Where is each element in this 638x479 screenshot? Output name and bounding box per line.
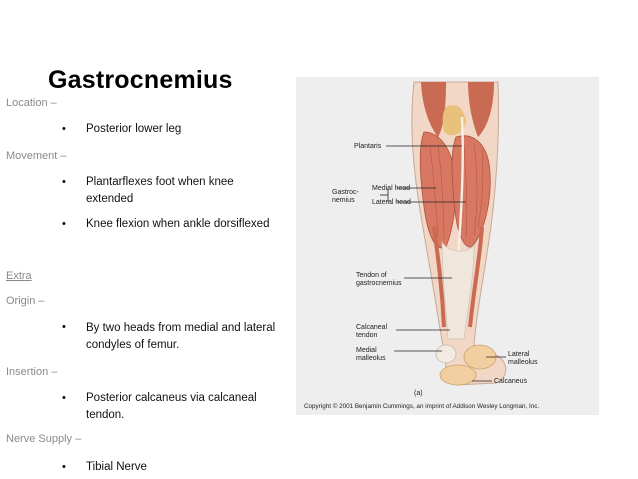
origin-heading: Origin – xyxy=(6,295,45,307)
leg-illustration: Plantaris Gastroc- nemius Medial head La… xyxy=(304,81,539,410)
popliteal-fat xyxy=(442,105,466,136)
label-gastroc-line-1: Gastroc- xyxy=(332,189,360,196)
label-plantaris: Plantaris xyxy=(354,143,382,150)
movement-item-1-line-1: Plantarflexes foot when knee xyxy=(86,176,234,188)
label-lateral-malleolus-line-2: malleolus xyxy=(508,359,538,366)
hamstring-lateral xyxy=(468,82,494,137)
nerve-supply-item: Tibial Nerve xyxy=(86,461,147,473)
bullet-dot: • xyxy=(62,123,66,135)
label-lateral-malleolus-line-1: Lateral xyxy=(508,351,530,358)
label-lateral-head: Lateral head xyxy=(372,199,411,206)
label-medial-malleolus-line-2: malleolus xyxy=(356,355,386,362)
calcaneal-tendon xyxy=(441,240,475,340)
leader-lines xyxy=(380,145,506,382)
movement-item-1-line-2: extended xyxy=(86,193,134,205)
location-heading: Location – xyxy=(6,97,57,109)
insertion-item-line-1: Posterior calcaneus via calcaneal xyxy=(86,392,257,404)
bullet-dot: • xyxy=(62,321,66,333)
copyright-text: Copyright © 2001 Benjamin Cummings, an i… xyxy=(304,402,539,410)
bullet-dot: • xyxy=(62,218,66,230)
nerve-supply-heading: Nerve Supply – xyxy=(6,433,82,445)
hamstring-medial xyxy=(421,82,446,137)
movement-item-2: Knee flexion when ankle dorsiflexed xyxy=(86,218,270,230)
label-panel-a: (a) xyxy=(414,390,423,397)
movement-heading: Movement – xyxy=(6,150,67,162)
origin-item-line-1: By two heads from medial and lateral xyxy=(86,322,276,334)
insertion-item-line-2: tendon. xyxy=(86,409,125,421)
insertion-heading: Insertion – xyxy=(6,366,58,378)
slide-title: Gastrocnemius xyxy=(48,66,233,94)
bullet-dot: • xyxy=(62,461,66,473)
location-item: Posterior lower leg xyxy=(86,123,182,135)
label-calcaneal-line-1: Calcaneal xyxy=(356,324,388,331)
soleus-edge-medial xyxy=(432,226,446,328)
label-calcaneal-line-2: tendon xyxy=(356,332,378,339)
bullet-dot: • xyxy=(62,392,66,404)
label-calcaneus: Calcaneus xyxy=(494,378,528,385)
origin-item-line-2: condyles of femur. xyxy=(86,339,180,351)
medial-malleolus xyxy=(435,344,457,364)
label-tendon-line-2: gastrocnemius xyxy=(356,280,402,287)
anatomy-figure: Plantaris Gastroc- nemius Medial head La… xyxy=(296,77,599,415)
calcaneus-bone xyxy=(439,364,477,386)
label-medial-malleolus-line-1: Medial xyxy=(356,347,377,354)
label-tendon-line-1: Tendon of xyxy=(356,272,387,279)
bullet-dot: • xyxy=(62,176,66,188)
label-gastroc-line-2: nemius xyxy=(332,197,355,204)
soleus-edge-lateral xyxy=(468,226,484,328)
muscle-striations xyxy=(429,142,484,240)
extra-heading: Extra xyxy=(6,270,32,282)
label-medial-head: Medial head xyxy=(372,185,410,192)
